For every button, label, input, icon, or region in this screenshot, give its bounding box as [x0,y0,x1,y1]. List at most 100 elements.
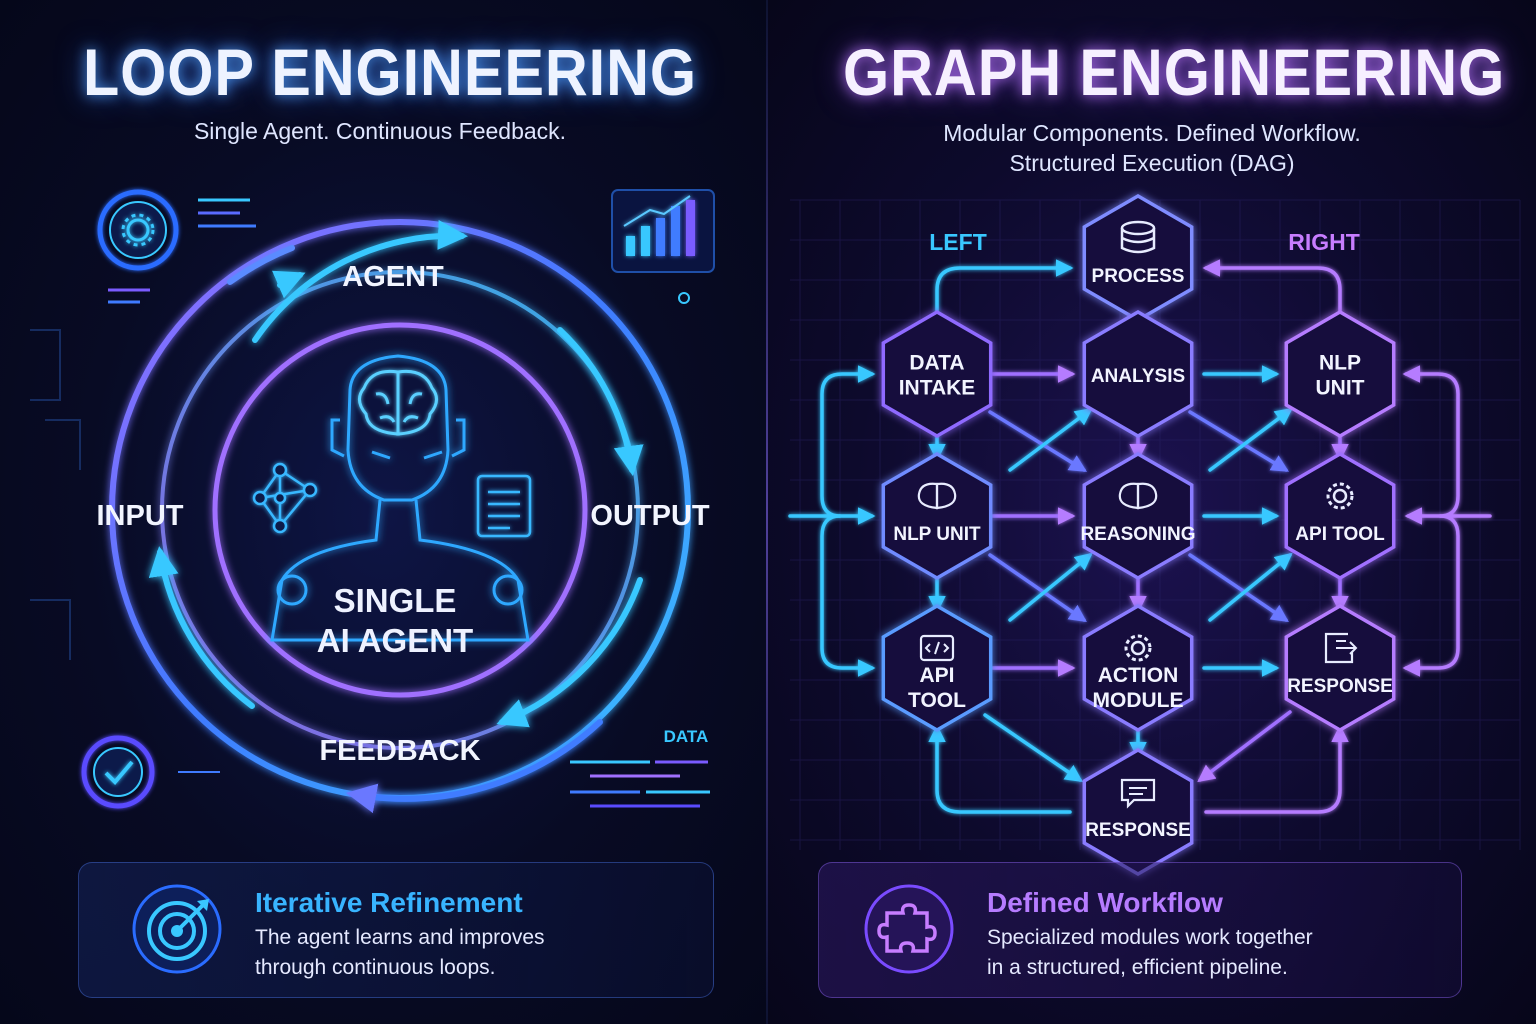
edge-diag-8 [1208,552,1293,622]
node-hexagon [1082,603,1194,733]
node-label: MODULE [1093,689,1184,712]
node-analysis: ANALYSIS [1082,309,1194,439]
side-label-right: RIGHT [1288,229,1360,255]
side-label-left: LEFT [929,229,987,255]
data-label: DATA [664,727,709,746]
arrow-feedback-loop [346,719,603,814]
node-label: RESPONSE [1287,676,1393,697]
loop-label-output: OUTPUT [590,500,710,532]
card-text-line-1: The agent learns and improves [255,926,545,949]
settings-widget [97,189,256,304]
data-widget: DATA [570,727,710,808]
arrow-outer-top [227,245,295,285]
arrow-to-feedback [496,577,643,728]
node-hexagon [881,451,993,581]
node-label: INTAKE [899,377,976,400]
edge-outer-left-in-top [788,365,876,518]
graph-engineering-title: GRAPH ENGINEERING [843,35,1506,109]
edge-diag-7 [1188,553,1289,622]
code-icon [919,634,955,662]
node-hexagon [1082,309,1194,439]
arrow-to-input [148,546,255,709]
node-label: TOOL [908,689,966,712]
node-process: PROCESS [1082,193,1194,323]
edge-outer-right-top-in [1402,365,1492,518]
loop-label-agent: AGENT [342,261,444,293]
node-hexagon [1082,451,1194,581]
node-label: DATA [909,352,964,375]
iterative-refinement-title: Iterative Refinement [255,887,523,918]
card-text-line-1: Specialized modules work together [987,926,1313,949]
edge-diag-2 [1008,407,1093,472]
node-hexagon [1082,747,1194,877]
node-label: NLP [1319,352,1361,375]
gear-icon [121,213,155,247]
defined-workflow-card: Defined Workflow Specialized modules wor… [818,862,1462,998]
document-icon [476,474,532,538]
brain-icon [358,369,438,436]
edge-diag-4 [1208,407,1293,472]
node-response-bottom: RESPONSE [1082,747,1194,877]
bar-chart-icon [623,195,695,256]
bar-chart-widget [611,189,715,304]
loop-arrows [148,220,644,814]
network-icon [252,462,318,534]
edge-diag-3 [1188,410,1289,472]
puzzle-icon [864,884,954,974]
chat-icon [1120,778,1156,809]
edge-diag-9 [983,713,1083,782]
node-nlp-unit-mid: NLP UNIT [881,451,993,581]
edge-diag-6 [1008,552,1093,622]
node-label: NLP UNIT [893,524,981,545]
single-ai-agent-line-2: AI AGENT [317,622,473,659]
node-hexagon [1284,603,1396,733]
node-label: ACTION [1098,664,1179,687]
loop-label-feedback: FEEDBACK [319,735,480,767]
iterative-refinement-card: Iterative Refinement The agent learns an… [78,862,714,998]
node-label: REASONING [1080,524,1195,545]
node-label: ANALYSIS [1091,366,1185,387]
edge-bottom-right [1204,724,1349,814]
node-label: RESPONSE [1085,820,1191,841]
node-label: UNIT [1316,377,1365,400]
node-hexagon [1082,193,1194,323]
edge-outer-left-in-low [820,514,876,677]
edge-diag-10 [1197,710,1292,783]
graph-subtitle-line-2: Structured Execution (DAG) [1009,150,1295,176]
graph-subtitle-line-1: Modular Components. Defined Workflow. [943,120,1361,146]
edge-bottom-left [928,724,1072,814]
check-widget [81,735,220,809]
node-hexagon [1284,451,1396,581]
gear-icon [1124,634,1152,662]
iterative-refinement-text: The agent learns and improves through co… [255,923,545,983]
arrow-outer-up [272,270,306,299]
card-text-line-2: through continuous loops. [255,956,496,979]
arrow-to-output [557,327,644,476]
loop-label-input: INPUT [97,500,184,532]
loop-engineering-title: LOOP ENGINEERING [82,35,697,109]
panel-divider [766,0,768,1024]
database-icon [1120,220,1156,254]
node-hexagon [881,603,993,733]
arrow-to-agent [252,220,468,343]
checkmark-icon [104,760,134,785]
card-text-line-2: in a structured, efficient pipeline. [987,956,1288,979]
node-hexagon [1284,309,1396,439]
node-label: API [919,664,954,687]
node-label: API TOOL [1295,524,1385,545]
loop-engineering-subtitle: Single Agent. Continuous Feedback. [193,118,567,144]
defined-workflow-title: Defined Workflow [987,887,1223,918]
graph-engineering-subtitle: Modular Components. Defined Workflow. St… [768,118,1536,178]
edge-diag-5 [988,553,1087,622]
edge-outer-right-low [1402,514,1460,677]
single-ai-agent-line-1: SINGLE [334,582,457,619]
target-icon [132,884,222,974]
node-label: PROCESS [1092,266,1185,287]
ai-agent-figure [270,354,530,642]
